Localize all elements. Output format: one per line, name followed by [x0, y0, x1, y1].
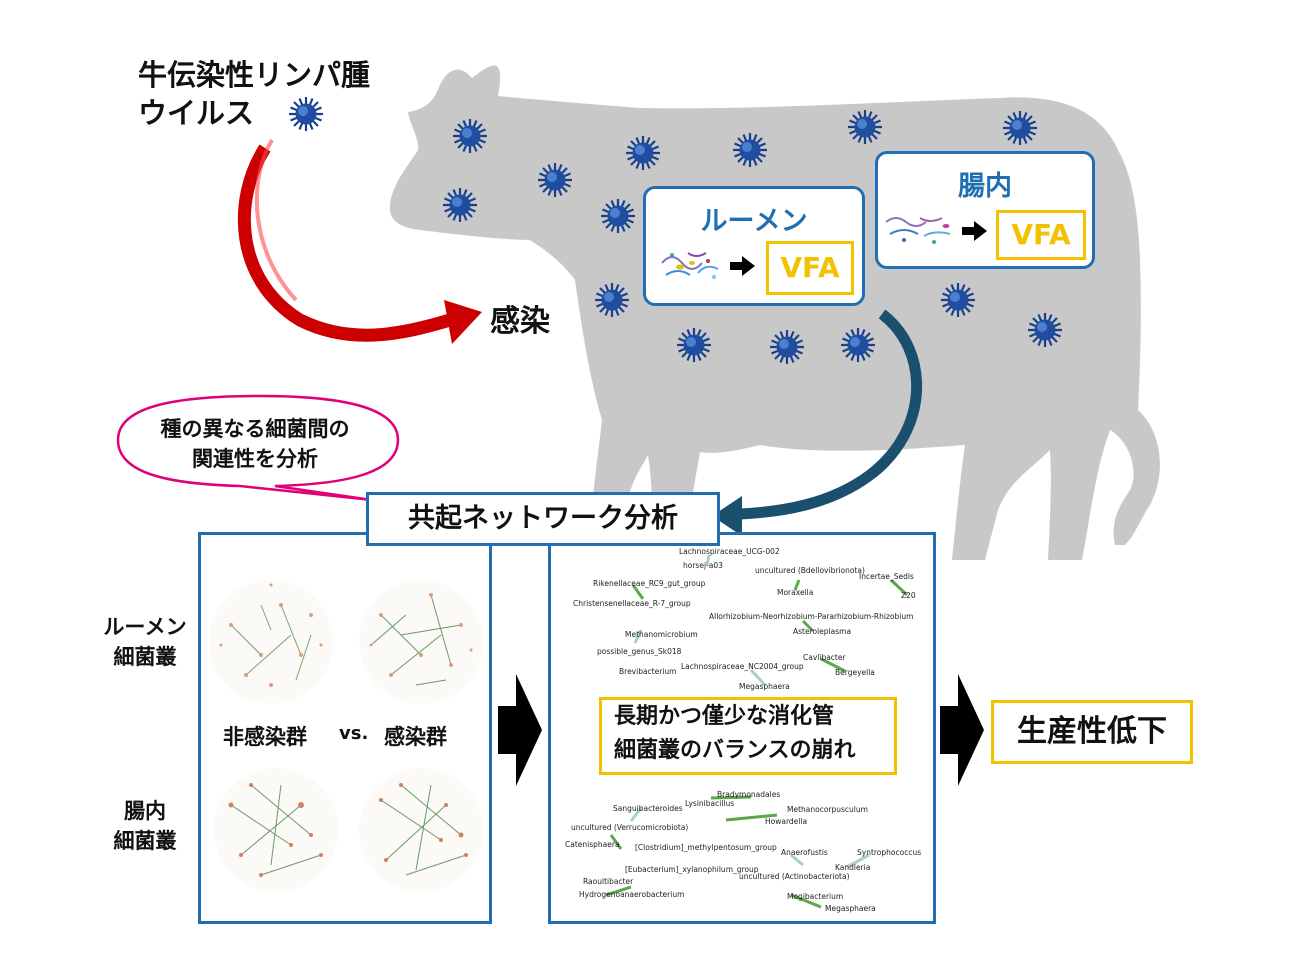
network-node-label: [Eubacterium]_xylanophilum_group — [625, 865, 759, 874]
group-uninfected-label: 非感染群 — [223, 725, 307, 749]
network-node-label: uncultured (Actinobacteriota) — [739, 872, 850, 881]
network-node-label: Asteroleplasma — [793, 627, 851, 636]
network-node-label: Sanguibacteroides — [613, 804, 683, 813]
network-node-label: horsej-a03 — [683, 561, 723, 570]
network-edge — [705, 554, 711, 566]
network-node-label: Z20 — [901, 591, 916, 600]
rumen-flora-line1: ルーメン — [103, 615, 187, 639]
network-edge — [846, 853, 870, 869]
rumen-uninfected-network — [209, 580, 333, 704]
network-node-label: Howardella — [765, 817, 807, 826]
network-node-label: Lachnospiraceae_UCG-002 — [679, 547, 780, 556]
network-node-label: Incertae_Sedis — [859, 572, 914, 581]
network-node-label: Catenisphaera — [565, 840, 620, 849]
network-node-label: Megasphaera — [739, 682, 790, 691]
intestine-bacteria-icon — [885, 217, 951, 244]
rumen-vfa-box: VFA — [766, 241, 854, 295]
intestine-uninfected-network — [214, 768, 338, 892]
right-arrow-icon — [730, 256, 755, 276]
network-edge — [820, 657, 846, 673]
network-node-label: Cavlibacter — [803, 653, 846, 662]
network-node-label: uncultured (Verrucomicrobiota) — [571, 823, 688, 832]
network-edge — [801, 619, 815, 633]
network-edge — [710, 795, 752, 800]
network-node-label: uncultured (Bdellovibrionota) — [755, 566, 865, 575]
virus-title-line1: 牛伝染性リンパ腫 — [138, 58, 371, 92]
intestine-flora-line1: 腸内 — [124, 799, 166, 823]
rumen-flora-line2: 細菌叢 — [113, 645, 177, 669]
network-node-label: Bradymonadales — [717, 790, 780, 799]
network-edge — [631, 584, 645, 600]
bubble-line2: 関連性を分析 — [192, 447, 318, 471]
network-comparison-panel: 非感染群 vs. 感染群 — [198, 532, 492, 924]
result-box: 生産性低下 — [991, 700, 1193, 764]
network-edge — [725, 813, 778, 822]
network-node-label: Kandleria — [835, 863, 870, 872]
rumen-bacteria-icon — [661, 252, 719, 280]
bubble-line1: 種の異なる細菌間の — [160, 417, 350, 441]
summary-line2: 細菌叢のバランスの崩れ — [614, 738, 856, 763]
rumen-flora-label: ルーメン 細菌叢 — [90, 612, 200, 672]
network-edge — [629, 807, 643, 822]
intestine-flora-label: 腸内 細菌叢 — [90, 796, 200, 856]
summary-line1: 長期かつ僅少な消化管 — [614, 704, 835, 729]
network-detail-graph: Lachnospiraceae_UCG-002 horsej-a03 uncul… — [565, 547, 921, 913]
network-edge — [790, 893, 822, 909]
right-arrow-icon — [962, 221, 987, 241]
network-node-label: Bergeyella — [835, 668, 875, 677]
network-node-label: Lachnospiraceae_NC2004_group — [681, 662, 804, 671]
intestine-title: 腸内 — [958, 171, 1012, 202]
network-edge — [793, 579, 801, 591]
network-node-label: Christensenellaceae_R-7_group — [573, 599, 691, 608]
network-node-label: Megasphaera — [825, 904, 876, 913]
rumen-title: ルーメン — [700, 206, 808, 237]
network-node-label: Syntrophococcus — [857, 848, 921, 857]
network-thumbnails — [209, 580, 483, 892]
network-node-label: Moraxella — [777, 588, 813, 597]
infection-label: 感染 — [490, 304, 550, 339]
network-edge — [790, 853, 804, 867]
network-node-label: possible_genus_Sk018 — [597, 647, 682, 656]
network-node-label: [Clostridium]_methylpentosum_group — [635, 843, 777, 852]
network-node-label: Raoultibacter — [583, 877, 634, 886]
vs-label: vs. — [339, 723, 369, 744]
network-edge — [889, 578, 909, 597]
network-node-label: Methanomicrobium — [625, 630, 698, 639]
network-node-label: Hydrogenoanaerobacterium — [579, 890, 684, 899]
summary-box: 長期かつ僅少な消化管 細菌叢のバランスの崩れ — [599, 697, 897, 775]
virus-title: 牛伝染性リンパ腫 ウイルス — [138, 56, 370, 132]
network-node-label: Rikenellaceae_RC9_gut_group — [593, 579, 706, 588]
intestine-vfa-box: VFA — [996, 210, 1086, 260]
network-analysis-title: 共起ネットワーク分析 — [366, 492, 720, 546]
network-node-label: Anaerofustis — [781, 848, 828, 857]
intestine-flora-line2: 細菌叢 — [113, 829, 177, 853]
intestine-box: 腸内 VFA — [875, 151, 1095, 269]
network-edge — [605, 885, 632, 897]
virus-title-line2: ウイルス — [138, 96, 255, 130]
rumen-infected-network — [359, 580, 483, 704]
network-edge — [633, 629, 643, 644]
network-node-label: Mogibacterium — [787, 892, 843, 901]
rumen-box: ルーメン VFA — [643, 186, 865, 306]
network-edge — [749, 668, 767, 687]
network-node-label: Brevibacterium — [619, 667, 676, 676]
network-node-label: Allorhizobium-Neorhizobium-Pararhizobium… — [709, 612, 913, 621]
intestine-infected-network — [359, 768, 483, 892]
network-edge — [609, 834, 623, 850]
network-node-label: Methanocorpusculum — [787, 805, 868, 814]
speech-bubble: 種の異なる細菌間の 関連性を分析 — [130, 414, 380, 474]
network-node-label: Lysinibacillus — [685, 799, 734, 808]
group-infected-label: 感染群 — [384, 725, 447, 749]
